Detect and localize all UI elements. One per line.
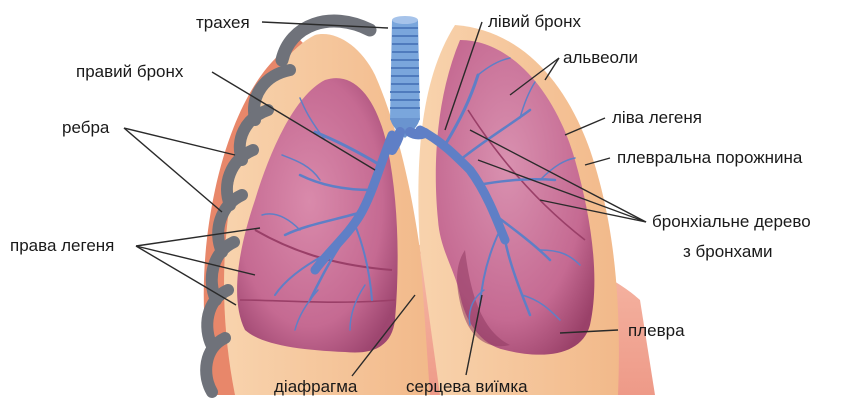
label-left-lung: ліва легеня: [612, 108, 702, 127]
label-pleural-cavity: плевральна порожнина: [617, 148, 803, 167]
label-diaphragm: діафрагма: [274, 377, 358, 396]
label-cardiac-notch: серцева виїмка: [406, 377, 528, 396]
label-ribs: ребра: [62, 118, 110, 137]
trachea-top: [392, 16, 418, 24]
label-left-bronchus: лівий бронх: [488, 12, 581, 31]
trachea: [390, 20, 420, 138]
left-main-bronchus: [410, 132, 425, 134]
label-pleura: плевра: [628, 321, 685, 340]
label-alveoli: альвеоли: [563, 48, 638, 67]
label-bronchial-tree-line1: бронхіальне дерево: [652, 212, 811, 231]
label-right-bronchus: правий бронх: [76, 62, 184, 81]
label-bronchial-tree-line2: з бронхами: [683, 242, 773, 261]
label-trachea: трахея: [196, 13, 250, 32]
label-right-lung: права легеня: [10, 236, 114, 255]
